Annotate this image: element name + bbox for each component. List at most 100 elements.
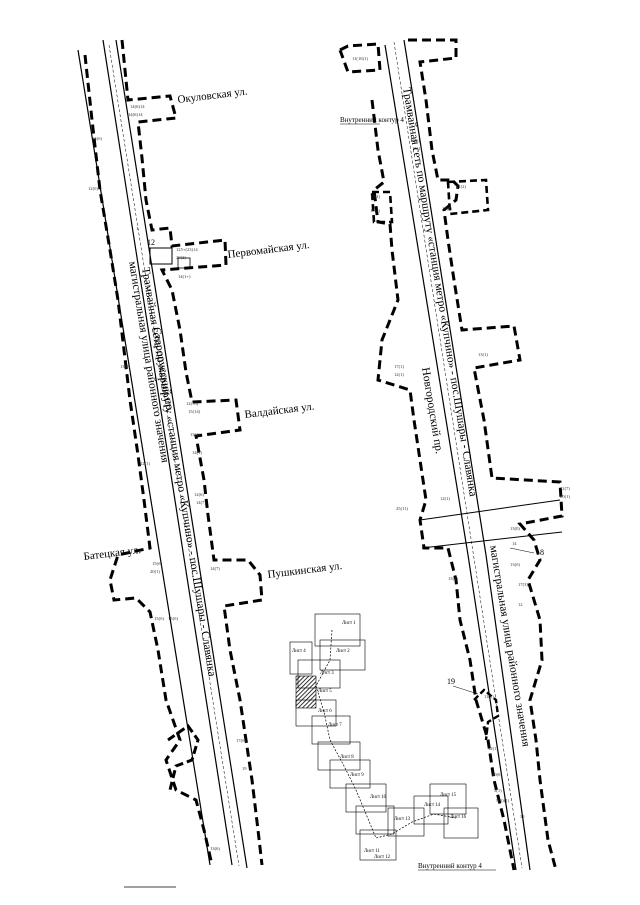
svg-text:15(б): 15(б)	[154, 616, 164, 621]
svg-text:14(1): 14(1)	[192, 450, 202, 455]
svg-text:14(1+): 14(1+)	[178, 274, 191, 279]
svg-text:13(1): 13(1)	[190, 432, 200, 437]
svg-text:5(1): 5(1)	[494, 788, 502, 793]
street-batetskaya: Батецкая ул.	[83, 544, 142, 563]
svg-text:1: 1	[136, 226, 139, 231]
svg-text:21(2): 21(2)	[456, 184, 466, 189]
cross-street-top	[419, 499, 561, 521]
right-road-name-label: Новгородский пр.	[419, 367, 445, 455]
svg-text:13(1): 13(1)	[412, 146, 422, 151]
sheet-16[interactable]	[443, 807, 479, 839]
svg-text:12: 12	[518, 602, 523, 607]
sheet-label-6: Лист 6	[318, 709, 332, 714]
svg-text:17(3): 17(3)	[518, 582, 528, 587]
right-road-edge-4	[485, 554, 531, 871]
left-contour-left	[83, 54, 214, 866]
sheet-12[interactable]	[359, 829, 397, 861]
svg-text:14(7): 14(7)	[210, 566, 220, 571]
svg-text:5(б)(1): 5(б)(1)	[496, 798, 510, 803]
sheet-15[interactable]	[429, 783, 467, 815]
svg-text:15(б): 15(б)	[168, 616, 178, 621]
svg-text:17(1): 17(1)	[394, 364, 404, 369]
svg-text:25(11): 25(11)	[396, 506, 409, 511]
svg-text:35: 35	[520, 814, 525, 819]
sheet-6[interactable]	[295, 699, 337, 727]
sheet-13[interactable]	[387, 807, 425, 837]
leader-19	[452, 685, 479, 695]
left-road-edge-right	[115, 39, 248, 869]
sheet-9[interactable]	[329, 759, 371, 789]
right-road-edge-2	[403, 39, 487, 556]
svg-text:14(б): 14(б)	[92, 136, 102, 141]
sheet-10[interactable]	[345, 783, 387, 813]
right-contour-left	[338, 42, 516, 871]
right-road	[384, 39, 563, 871]
svg-text:13(1): 13(1)	[370, 194, 380, 199]
svg-text:13(0): 13(0)	[510, 526, 520, 531]
sheet-11[interactable]	[355, 805, 395, 835]
svg-text:20(1): 20(1)	[560, 494, 570, 499]
sheet-label-12: Лист 12	[374, 855, 391, 860]
street-pushkinskaya: Пушкинская ул.	[267, 560, 343, 581]
left-road-track	[108, 44, 240, 867]
sheet-label-3: Лист 3	[320, 671, 334, 676]
sheet-label-9: Лист 9	[350, 773, 364, 778]
sheet-index-route	[315, 629, 457, 839]
right-road-track	[393, 41, 523, 869]
sheet-5[interactable]	[295, 675, 317, 709]
left-contour-notch	[167, 723, 200, 791]
sheet-label-15: Лист 15	[440, 793, 457, 798]
svg-text:11(16)1): 11(16)1)	[352, 56, 368, 61]
sheet-2[interactable]	[319, 639, 366, 671]
cross-street-bottom	[421, 531, 563, 549]
svg-text:12(б): 12(б)	[88, 186, 98, 191]
left-contour-right	[120, 39, 264, 866]
svg-text:14(7): 14(7)	[196, 500, 206, 505]
svg-text:125+(23)14: 125+(23)14	[176, 247, 198, 252]
svg-text:40(6): 40(6)	[492, 772, 502, 777]
right-road-edge-3	[467, 554, 517, 871]
sheet-8[interactable]	[317, 741, 361, 771]
svg-text:12(1): 12(1)	[488, 746, 498, 751]
svg-text:12(1): 12(1)	[440, 496, 450, 501]
svg-text:20(1): 20(1)	[150, 569, 160, 574]
sheet-label-13: Лист 13	[394, 817, 411, 822]
sheet-index: Лист 1 Лист 2 Лист 3 Лист 4 Лист 5 Лист …	[289, 613, 479, 861]
sheet-label-7: Лист 7	[328, 723, 342, 728]
sheet-1[interactable]	[314, 613, 361, 647]
svg-text:13(0): 13(0)	[120, 364, 130, 369]
svg-text:13(1): 13(1)	[478, 352, 488, 357]
point-label-18: 18	[536, 548, 544, 557]
sheet-label-5: Лист 5	[318, 689, 332, 694]
street-okulovskaya: Окуловская ул.	[177, 85, 248, 106]
svg-text:10(1): 10(1)	[370, 208, 380, 213]
sheet-7[interactable]	[311, 715, 351, 745]
sheet-label-8: Лист 8	[340, 755, 354, 760]
svg-text:12(7): 12(7)	[560, 486, 570, 491]
right-road-edge-1	[384, 44, 469, 556]
svg-text:13(1): 13(1)	[448, 576, 458, 581]
sheet-4[interactable]	[289, 641, 313, 675]
svg-text:20(2): 20(2)	[176, 255, 186, 260]
svg-text:17(б): 17(б)	[236, 738, 246, 743]
street-pervomayskaya: Первомайская ул.	[227, 239, 310, 261]
svg-text:12(70): 12(70)	[186, 401, 199, 406]
left-annotations: 14(6)14 14(6)14 14(б) 12(б) 1 125+(23)14…	[88, 104, 247, 851]
left-road-edge-inner	[102, 39, 233, 866]
svg-text:15(б): 15(б)	[152, 561, 162, 566]
sheet-label-10: Лист 10	[370, 795, 387, 800]
leader-18	[509, 547, 535, 554]
svg-text:11(1): 11(1)	[484, 694, 494, 699]
point-label-12: 12	[147, 238, 155, 247]
inner-contour-label-top: Внутренний контур 4	[340, 116, 404, 124]
sheet-14[interactable]	[413, 795, 449, 825]
parcel-box	[149, 247, 173, 265]
right-contour-step	[473, 688, 500, 741]
svg-text:13(6): 13(6)	[410, 138, 420, 143]
point-label-19: 19	[447, 677, 455, 686]
svg-text:12(6): 12(6)	[194, 492, 204, 497]
right-contour-box	[370, 178, 490, 224]
svg-text:13(б): 13(б)	[510, 562, 520, 567]
svg-text:13(6): 13(6)	[210, 846, 220, 851]
